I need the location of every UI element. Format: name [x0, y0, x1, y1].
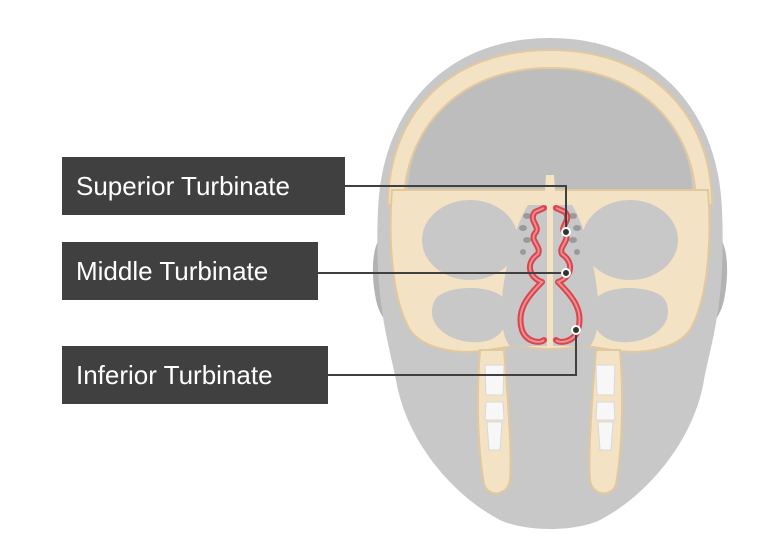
- leader-lines: [318, 185, 577, 376]
- cranial-vault: [386, 48, 714, 206]
- right-orbit: [582, 200, 678, 280]
- crista-galli: [544, 175, 556, 205]
- superior-turbinate-label: Superior Turbinate: [62, 157, 345, 215]
- right-lower-molar: [595, 401, 616, 421]
- teeth: [484, 364, 616, 451]
- superior-leader-line: [345, 185, 567, 232]
- inferior-turbinate-dot: [571, 325, 581, 335]
- superior-turbinate-dot: [561, 227, 571, 237]
- right-upper-molar: [595, 364, 616, 396]
- pointer-dots: [561, 227, 581, 335]
- middle-turbinate-dot: [561, 268, 571, 278]
- left-orbit: [422, 200, 518, 280]
- left-lower-molar: [484, 401, 505, 421]
- brain-cavity: [408, 68, 692, 190]
- skull-bone: [386, 48, 714, 495]
- left-lower-root: [486, 421, 503, 451]
- middle-turbinate-label: Middle Turbinate: [62, 242, 318, 300]
- right-lower-root: [597, 421, 614, 451]
- right-maxillary-sinus: [592, 288, 668, 343]
- left-maxillary-sinus: [432, 288, 508, 343]
- inferior-leader-line: [328, 330, 577, 376]
- left-upper-molar: [484, 364, 505, 396]
- inferior-turbinate-label: Inferior Turbinate: [62, 346, 328, 404]
- ethmoid-air-cells: [519, 213, 581, 255]
